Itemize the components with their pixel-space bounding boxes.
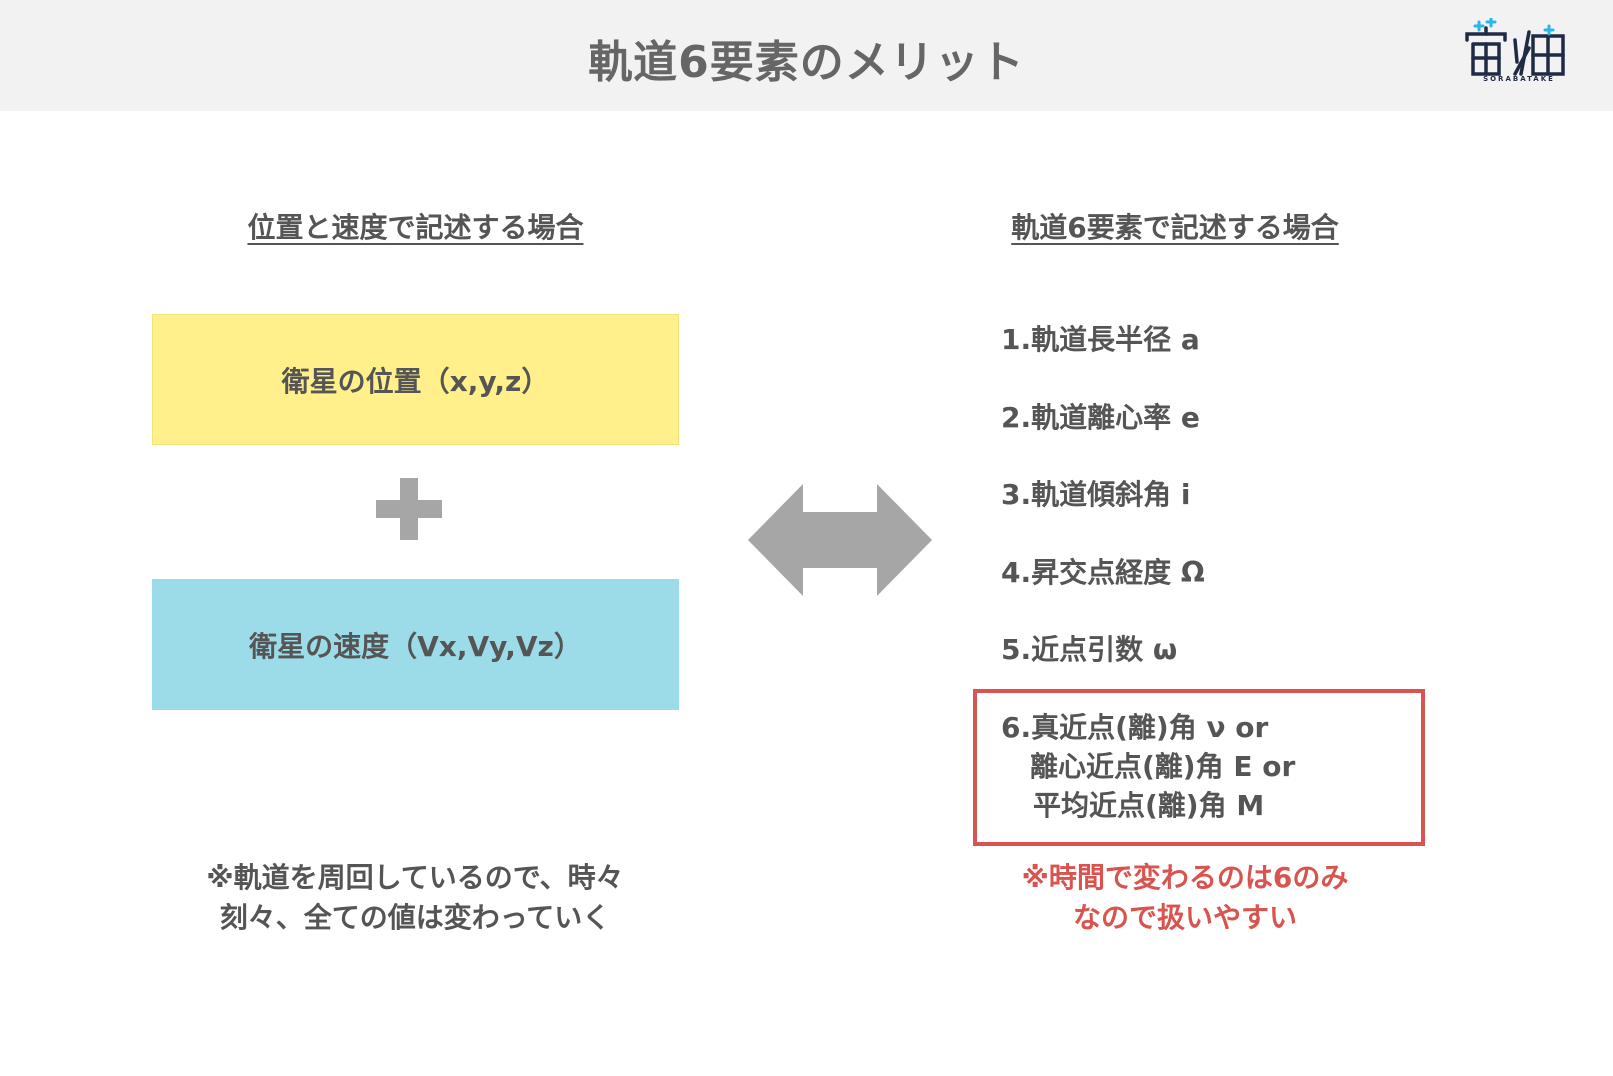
sorabatake-logo	[1465, 18, 1565, 76]
element-item-4: 4.昇交点経度 Ω	[1001, 556, 1205, 589]
left-note-line-2: 刻々、全ての値は変わっていく	[219, 901, 611, 934]
right-note-line-2: なので扱いやすい	[1072, 901, 1297, 934]
element-item-1: 1.軌道長半径 a	[1001, 323, 1200, 356]
element-item-2: 2.軌道離心率 e	[1001, 401, 1200, 434]
double-arrow-icon	[748, 484, 932, 596]
velocity-box: 衛星の速度（Vx,Vy,Vz）	[152, 579, 679, 710]
element-item-5: 5.近点引数 ω	[1001, 633, 1178, 666]
header-bar: 軌道6要素のメリット SORABATAKE	[0, 0, 1613, 111]
element-item-3: 3.軌道傾斜角 i	[1001, 478, 1191, 511]
left-note: ※軌道を周回しているので、時々 刻々、全ての値は変わっていく	[170, 858, 660, 938]
element-6-line-1: 6.真近点(離)角 ν or	[1001, 711, 1269, 744]
element-6-line-3: 平均近点(離)角 M	[1033, 789, 1265, 822]
left-heading: 位置と速度で記述する場合	[247, 211, 584, 244]
right-note: ※時間で変わるのは6のみ なので扱いやすい	[985, 858, 1385, 938]
position-box-label: 衛星の位置（x,y,z）	[281, 364, 550, 398]
left-note-line-1: ※軌道を周回しているので、時々	[206, 861, 624, 894]
element-6-highlight-box	[973, 689, 1425, 846]
page-title: 軌道6要素のメリット	[588, 37, 1025, 88]
plus-icon	[376, 478, 442, 540]
element-6-line-2: 離心近点(離)角 E or	[1030, 750, 1296, 783]
position-box: 衛星の位置（x,y,z）	[152, 314, 679, 445]
right-note-line-1: ※時間で変わるのは6のみ	[1021, 861, 1349, 894]
velocity-box-label: 衛星の速度（Vx,Vy,Vz）	[249, 629, 582, 663]
logo-subtext: SORABATAKE	[1483, 75, 1555, 83]
right-heading: 軌道6要素で記述する場合	[1011, 211, 1339, 244]
